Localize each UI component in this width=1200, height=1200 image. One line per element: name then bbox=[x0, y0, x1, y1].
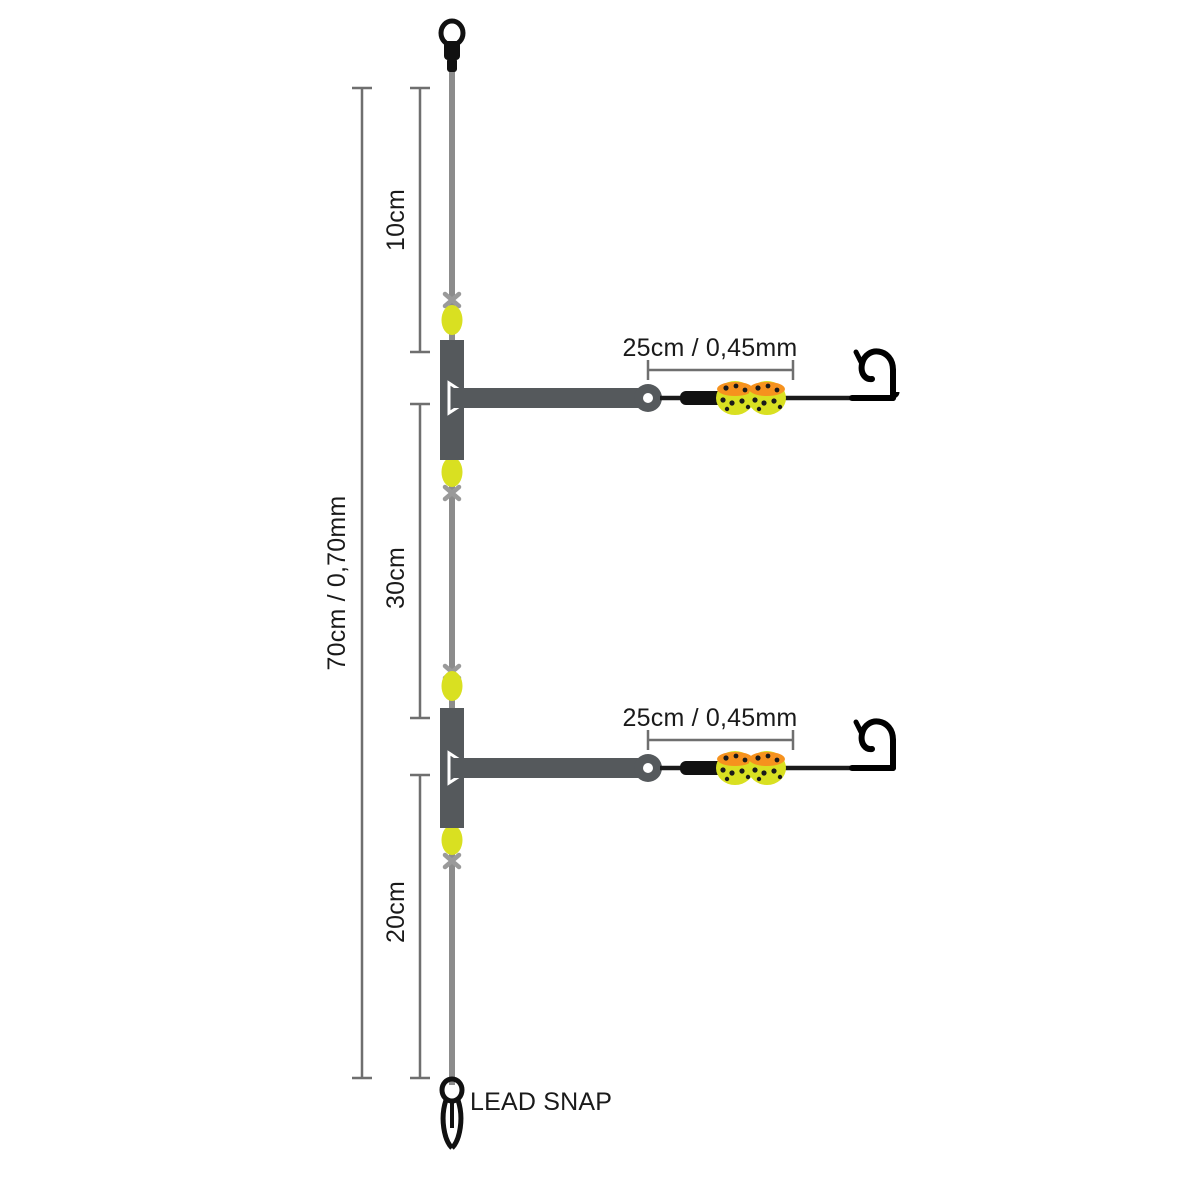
attractor-bead-lower-2 bbox=[748, 751, 786, 785]
label-snood-lower: 25cm / 0,45mm bbox=[623, 704, 798, 732]
lower-hook bbox=[849, 718, 896, 771]
dimension-bottom-segment bbox=[410, 773, 430, 1080]
lead-snap bbox=[439, 1076, 465, 1150]
top-swivel bbox=[438, 18, 466, 72]
dimension-top-segment bbox=[410, 86, 430, 354]
upper-boom bbox=[440, 340, 662, 460]
attractor-bead-upper-2 bbox=[748, 381, 786, 415]
label-seg-top: 10cm bbox=[382, 189, 410, 251]
stop-bead-1 bbox=[441, 305, 463, 335]
dimension-snood-upper bbox=[646, 360, 795, 380]
upper-hook-eye bbox=[888, 391, 900, 401]
label-lead-snap: LEAD SNAP bbox=[470, 1088, 612, 1116]
label-seg-mid: 30cm bbox=[382, 547, 410, 609]
dimension-mid-segment bbox=[410, 402, 430, 720]
label-seg-bottom: 20cm bbox=[382, 881, 410, 943]
upper-hook bbox=[849, 348, 896, 401]
label-total-length: 70cm / 0,70mm bbox=[323, 496, 351, 671]
crimp-stops bbox=[442, 291, 462, 870]
stop-bead-4 bbox=[441, 825, 463, 855]
lower-boom bbox=[440, 708, 662, 828]
stop-bead-3 bbox=[441, 671, 463, 701]
dimension-total bbox=[352, 86, 372, 1080]
label-snood-upper: 25cm / 0,45mm bbox=[623, 334, 798, 362]
stop-bead-2 bbox=[441, 457, 463, 487]
dimension-snood-lower bbox=[646, 730, 795, 750]
